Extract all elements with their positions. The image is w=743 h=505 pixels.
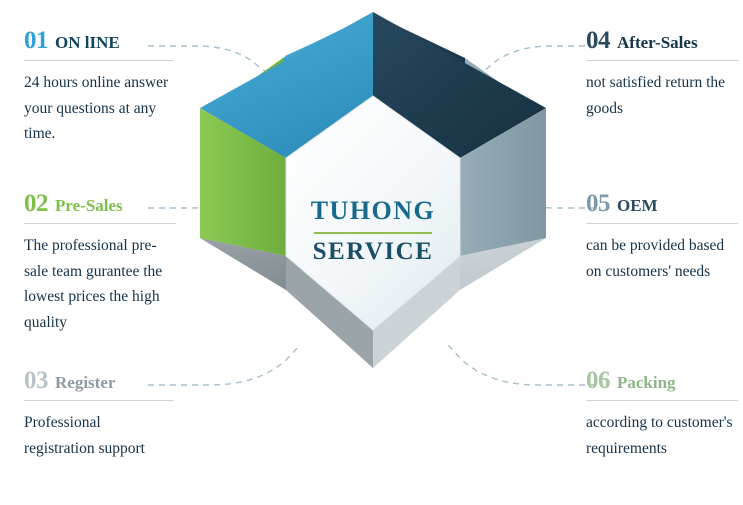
block-oem-head: 05 OEM [586, 190, 738, 218]
block-register-rule [24, 400, 174, 401]
block-pre-sales-body: The professional pre-sale team gurantee … [24, 237, 163, 331]
block-online-title: ON lINE [55, 33, 120, 52]
block-after-sales-body: not satisfied return the goods [586, 74, 726, 117]
block-oem-rule [586, 223, 738, 224]
block-packing-head: 06 Packing [586, 367, 738, 395]
block-pre-sales-rule [24, 223, 176, 224]
block-register-title: Register [55, 373, 116, 392]
block-oem: 05 OEM can be provided based on customer… [586, 190, 738, 284]
block-online-head: 01 ON lINE [24, 27, 174, 55]
block-oem-title: OEM [617, 196, 658, 215]
hex-center-face [286, 96, 460, 330]
block-pre-sales-head: 02 Pre-Sales [24, 190, 176, 218]
hexagon-diagram [200, 12, 546, 368]
block-packing-title: Packing [617, 373, 676, 392]
block-after-sales-rule [586, 60, 738, 61]
block-after-sales-head: 04 After-Sales [586, 27, 738, 55]
block-oem-body: can be provided based on customers' need… [586, 237, 725, 280]
block-packing-body: according to customer's requirements [586, 414, 733, 457]
block-online: 01 ON lINE 24 hours online answer your q… [24, 27, 174, 147]
block-online-body: 24 hours online answer your questions at… [24, 74, 169, 143]
block-packing-number: 06 [586, 367, 611, 394]
block-packing-rule [586, 400, 738, 401]
block-online-number: 01 [24, 27, 49, 54]
block-pre-sales: 02 Pre-Sales The professional pre-sale t… [24, 190, 176, 335]
block-online-rule [24, 60, 174, 61]
block-oem-number: 05 [586, 190, 611, 217]
block-after-sales-title: After-Sales [617, 33, 698, 52]
block-register-head: 03 Register [24, 367, 174, 395]
block-after-sales-number: 04 [586, 27, 611, 54]
block-register-body: Professional registration support [24, 414, 145, 457]
block-pre-sales-title: Pre-Sales [55, 196, 123, 215]
block-pre-sales-number: 02 [24, 190, 49, 217]
block-register-number: 03 [24, 367, 49, 394]
block-after-sales: 04 After-Sales not satisfied return the … [586, 27, 738, 121]
block-register: 03 Register Professional registration su… [24, 367, 174, 461]
block-packing: 06 Packing according to customer's requi… [586, 367, 738, 461]
